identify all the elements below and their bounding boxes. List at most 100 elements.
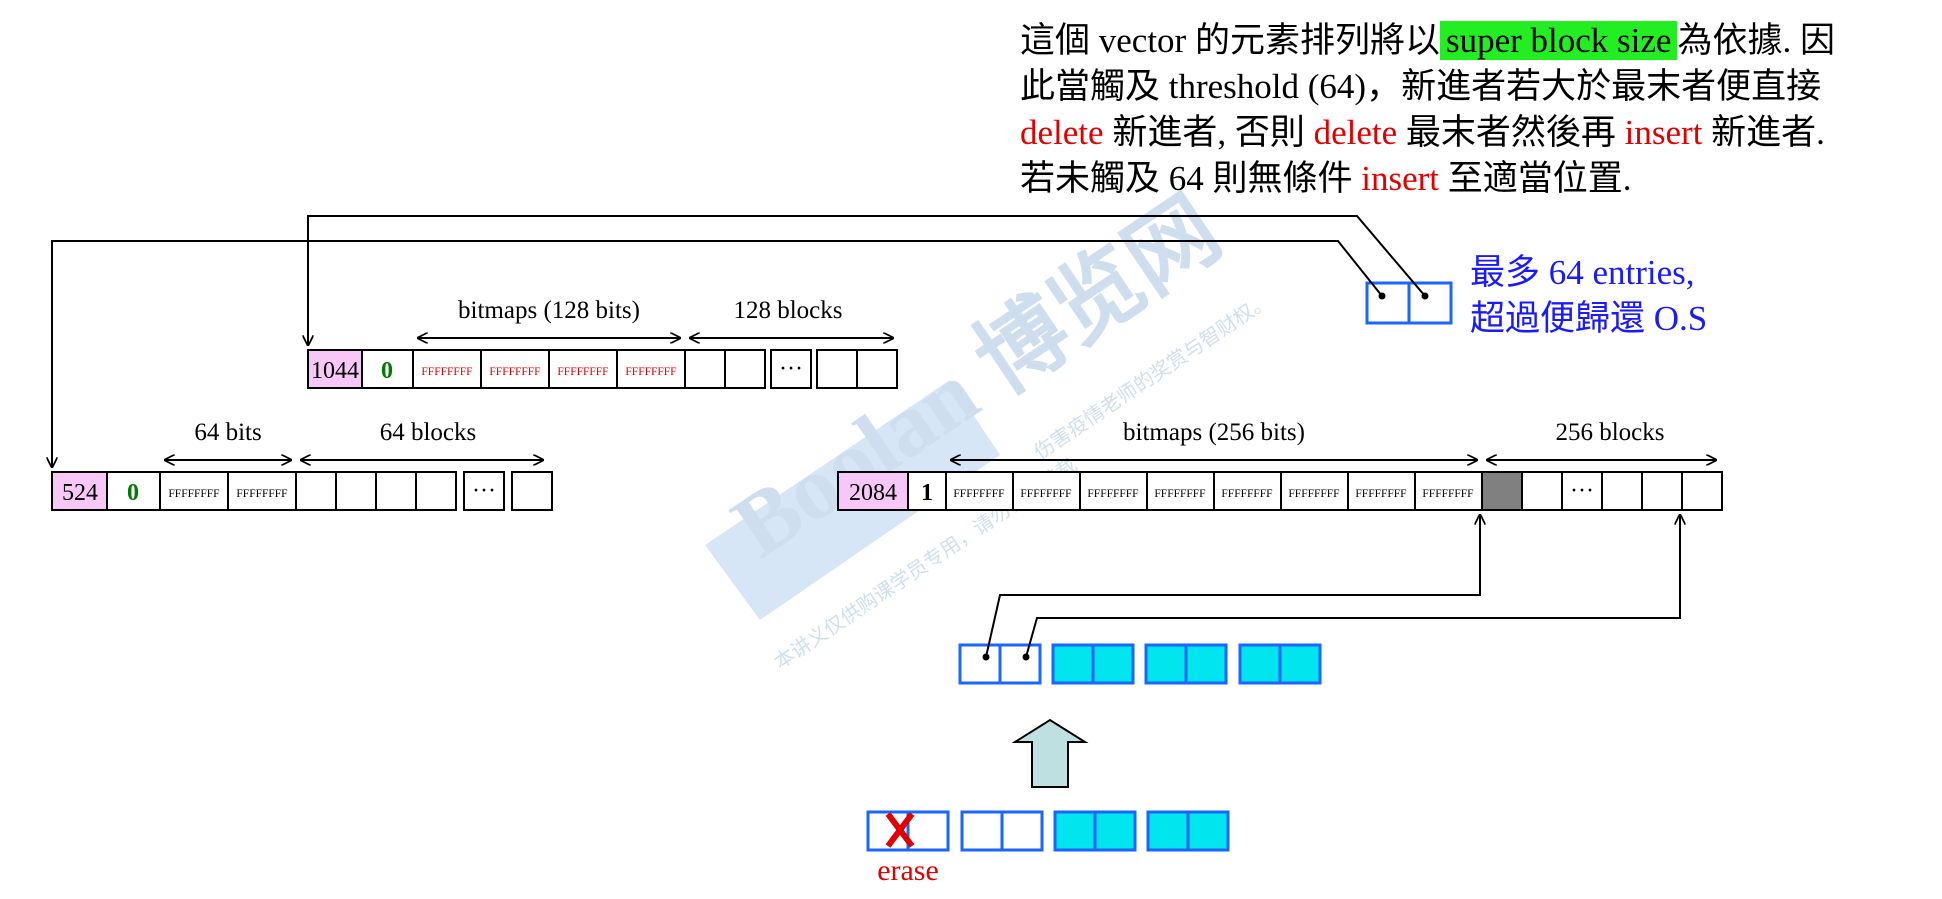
bitmap-word-text: FFFFFFFF (1087, 488, 1138, 500)
note-line-2: 此當觸及 threshold (64)，新進者若大於最末者便直接 (1020, 67, 1822, 106)
note-keyword-delete: delete (1313, 113, 1398, 152)
block-ellipsis: ··· (779, 356, 803, 382)
bitmap-label: bitmaps (256 bits) (1123, 419, 1305, 446)
block-ellipsis: ··· (472, 478, 496, 504)
bitmap-label: bitmaps (128 bits) (458, 297, 640, 324)
bitmap-word-text: FFFFFFFF (421, 366, 472, 378)
vector-entry (1000, 810, 1044, 852)
bitmap-word (1414, 471, 1483, 511)
bitmap-word (1213, 471, 1282, 511)
size-cell (307, 349, 363, 389)
superblock-524: 524 0 FFFFFFFF FFFFFFFF ··· 64 bits 64 b… (51, 419, 553, 511)
block-cell (684, 349, 726, 389)
note-keyword-insert: insert (1624, 113, 1703, 152)
vector-entry-filled (1053, 810, 1097, 852)
vector-entry-filled (1278, 643, 1322, 685)
blocks-label: 128 blocks (733, 297, 842, 324)
vector-entry-filled (1091, 643, 1135, 685)
block-cell (1641, 471, 1683, 511)
bitmap-word (227, 471, 297, 511)
flag-value: 0 (381, 358, 393, 384)
note-line-4: 若未觸及 64 則無條件 insert 至適當位置. (1020, 156, 1920, 202)
block-ellipsis-cell (770, 349, 812, 389)
block-cell-allocated (1481, 471, 1523, 511)
max-entries-note: 最多 64 entries, 超過便歸還 O.S (1470, 250, 1707, 342)
bitmap-word (480, 349, 550, 389)
pointer-to-1044 (308, 215, 1426, 345)
superblock-1044: 1044 0 FFFFFFFF FFFFFFFF FFFFFFFF FFFFFF… (307, 297, 898, 389)
block-ellipsis-cell (1561, 471, 1603, 511)
transition-up-arrow (1011, 718, 1089, 788)
vector-entry-filled (1184, 643, 1228, 685)
flag-value: 1 (921, 480, 933, 506)
blocks-label: 64 blocks (380, 419, 477, 446)
block-cell (724, 349, 766, 389)
pointer-to-2084-bitmap (985, 515, 1480, 658)
size-cell (837, 471, 909, 511)
note-line-3: delete 新進者, 否則 delete 最末者然後再 insert 新進者. (1020, 110, 1920, 156)
superblock-2084: 2084 1 FFFFFFFF FFFFFFFF FFFFFFFF FFFFFF… (837, 419, 1723, 511)
pointer-to-2084-blocks (1025, 515, 1680, 658)
vector-entry-filled (1144, 643, 1188, 685)
note-line-1-text: 這個 vector 的元素排列將以 (1020, 21, 1440, 60)
bitmap-word (548, 349, 618, 389)
blocks-label: 256 blocks (1555, 419, 1664, 446)
block-cell (1601, 471, 1643, 511)
vector-entry (958, 643, 1002, 685)
block-cell (856, 349, 898, 389)
block-cell (1681, 471, 1723, 511)
bitmap-label: 64 bits (194, 419, 261, 446)
bitmap-word-text: FFFFFFFF (1422, 488, 1473, 500)
note-highlight: super block size (1439, 21, 1678, 60)
block-cell (415, 471, 457, 511)
note-line-4-text: 若未觸及 64 則無條件 (1020, 159, 1362, 198)
bitmap-word-text: FFFFFFFF (236, 488, 287, 500)
block-cell (375, 471, 417, 511)
flag-value: 0 (127, 480, 139, 506)
block-cell (816, 349, 858, 389)
bitmap-word-text: FFFFFFFF (1154, 488, 1205, 500)
max-entries-line-2: 超過便歸還 O.S (1470, 299, 1708, 338)
bitmap-word-text: FFFFFFFF (557, 366, 608, 378)
vector-entry-filled (1186, 810, 1230, 852)
vector-entry (1365, 281, 1411, 325)
max-entries-line-1: 最多 64 entries, (1470, 253, 1695, 292)
note-line-3-text: 最末者然後再 (1397, 113, 1625, 152)
vector-entry-filled (1093, 810, 1137, 852)
block-ellipsis: ··· (1570, 478, 1594, 504)
block-cell (1521, 471, 1563, 511)
erase-x-icon (885, 812, 915, 848)
bitmap-word-text: FFFFFFFF (1020, 488, 1071, 500)
note-keyword-insert: insert (1361, 159, 1440, 198)
note-line-3-text: 新進者, 否則 (1103, 113, 1314, 152)
vector-entry (998, 643, 1042, 685)
bitmap-word-text: FFFFFFFF (168, 488, 219, 500)
bitmap-word-text: FFFFFFFF (625, 366, 676, 378)
vector-entry (960, 810, 1004, 852)
size-value: 1044 (311, 358, 359, 384)
flag-cell (106, 471, 161, 511)
vector-entry (906, 810, 950, 852)
bitmap-word (1012, 471, 1081, 511)
erase-label: erase (877, 854, 939, 887)
block-cell (295, 471, 337, 511)
vector-entry-filled (1146, 810, 1190, 852)
block-cell (335, 471, 377, 511)
vector-entry-filled (1238, 643, 1282, 685)
vector-entry (1407, 281, 1453, 325)
bitmap-word (1347, 471, 1416, 511)
note-line-1-tail: 為依據. 因 (1677, 21, 1835, 60)
size-value: 2084 (849, 480, 897, 506)
block-ellipsis-cell (463, 471, 505, 511)
bitmap-word-text: FFFFFFFF (489, 366, 540, 378)
size-value: 524 (62, 480, 98, 506)
note-line-4-text: 至適當位置. (1439, 159, 1632, 198)
bitmap-word-text: FFFFFFFF (1355, 488, 1406, 500)
bitmap-word-text: FFFFFFFF (953, 488, 1004, 500)
note-line-3-text: 新進者. (1702, 113, 1825, 152)
bitmap-word-text: FFFFFFFF (1221, 488, 1272, 500)
